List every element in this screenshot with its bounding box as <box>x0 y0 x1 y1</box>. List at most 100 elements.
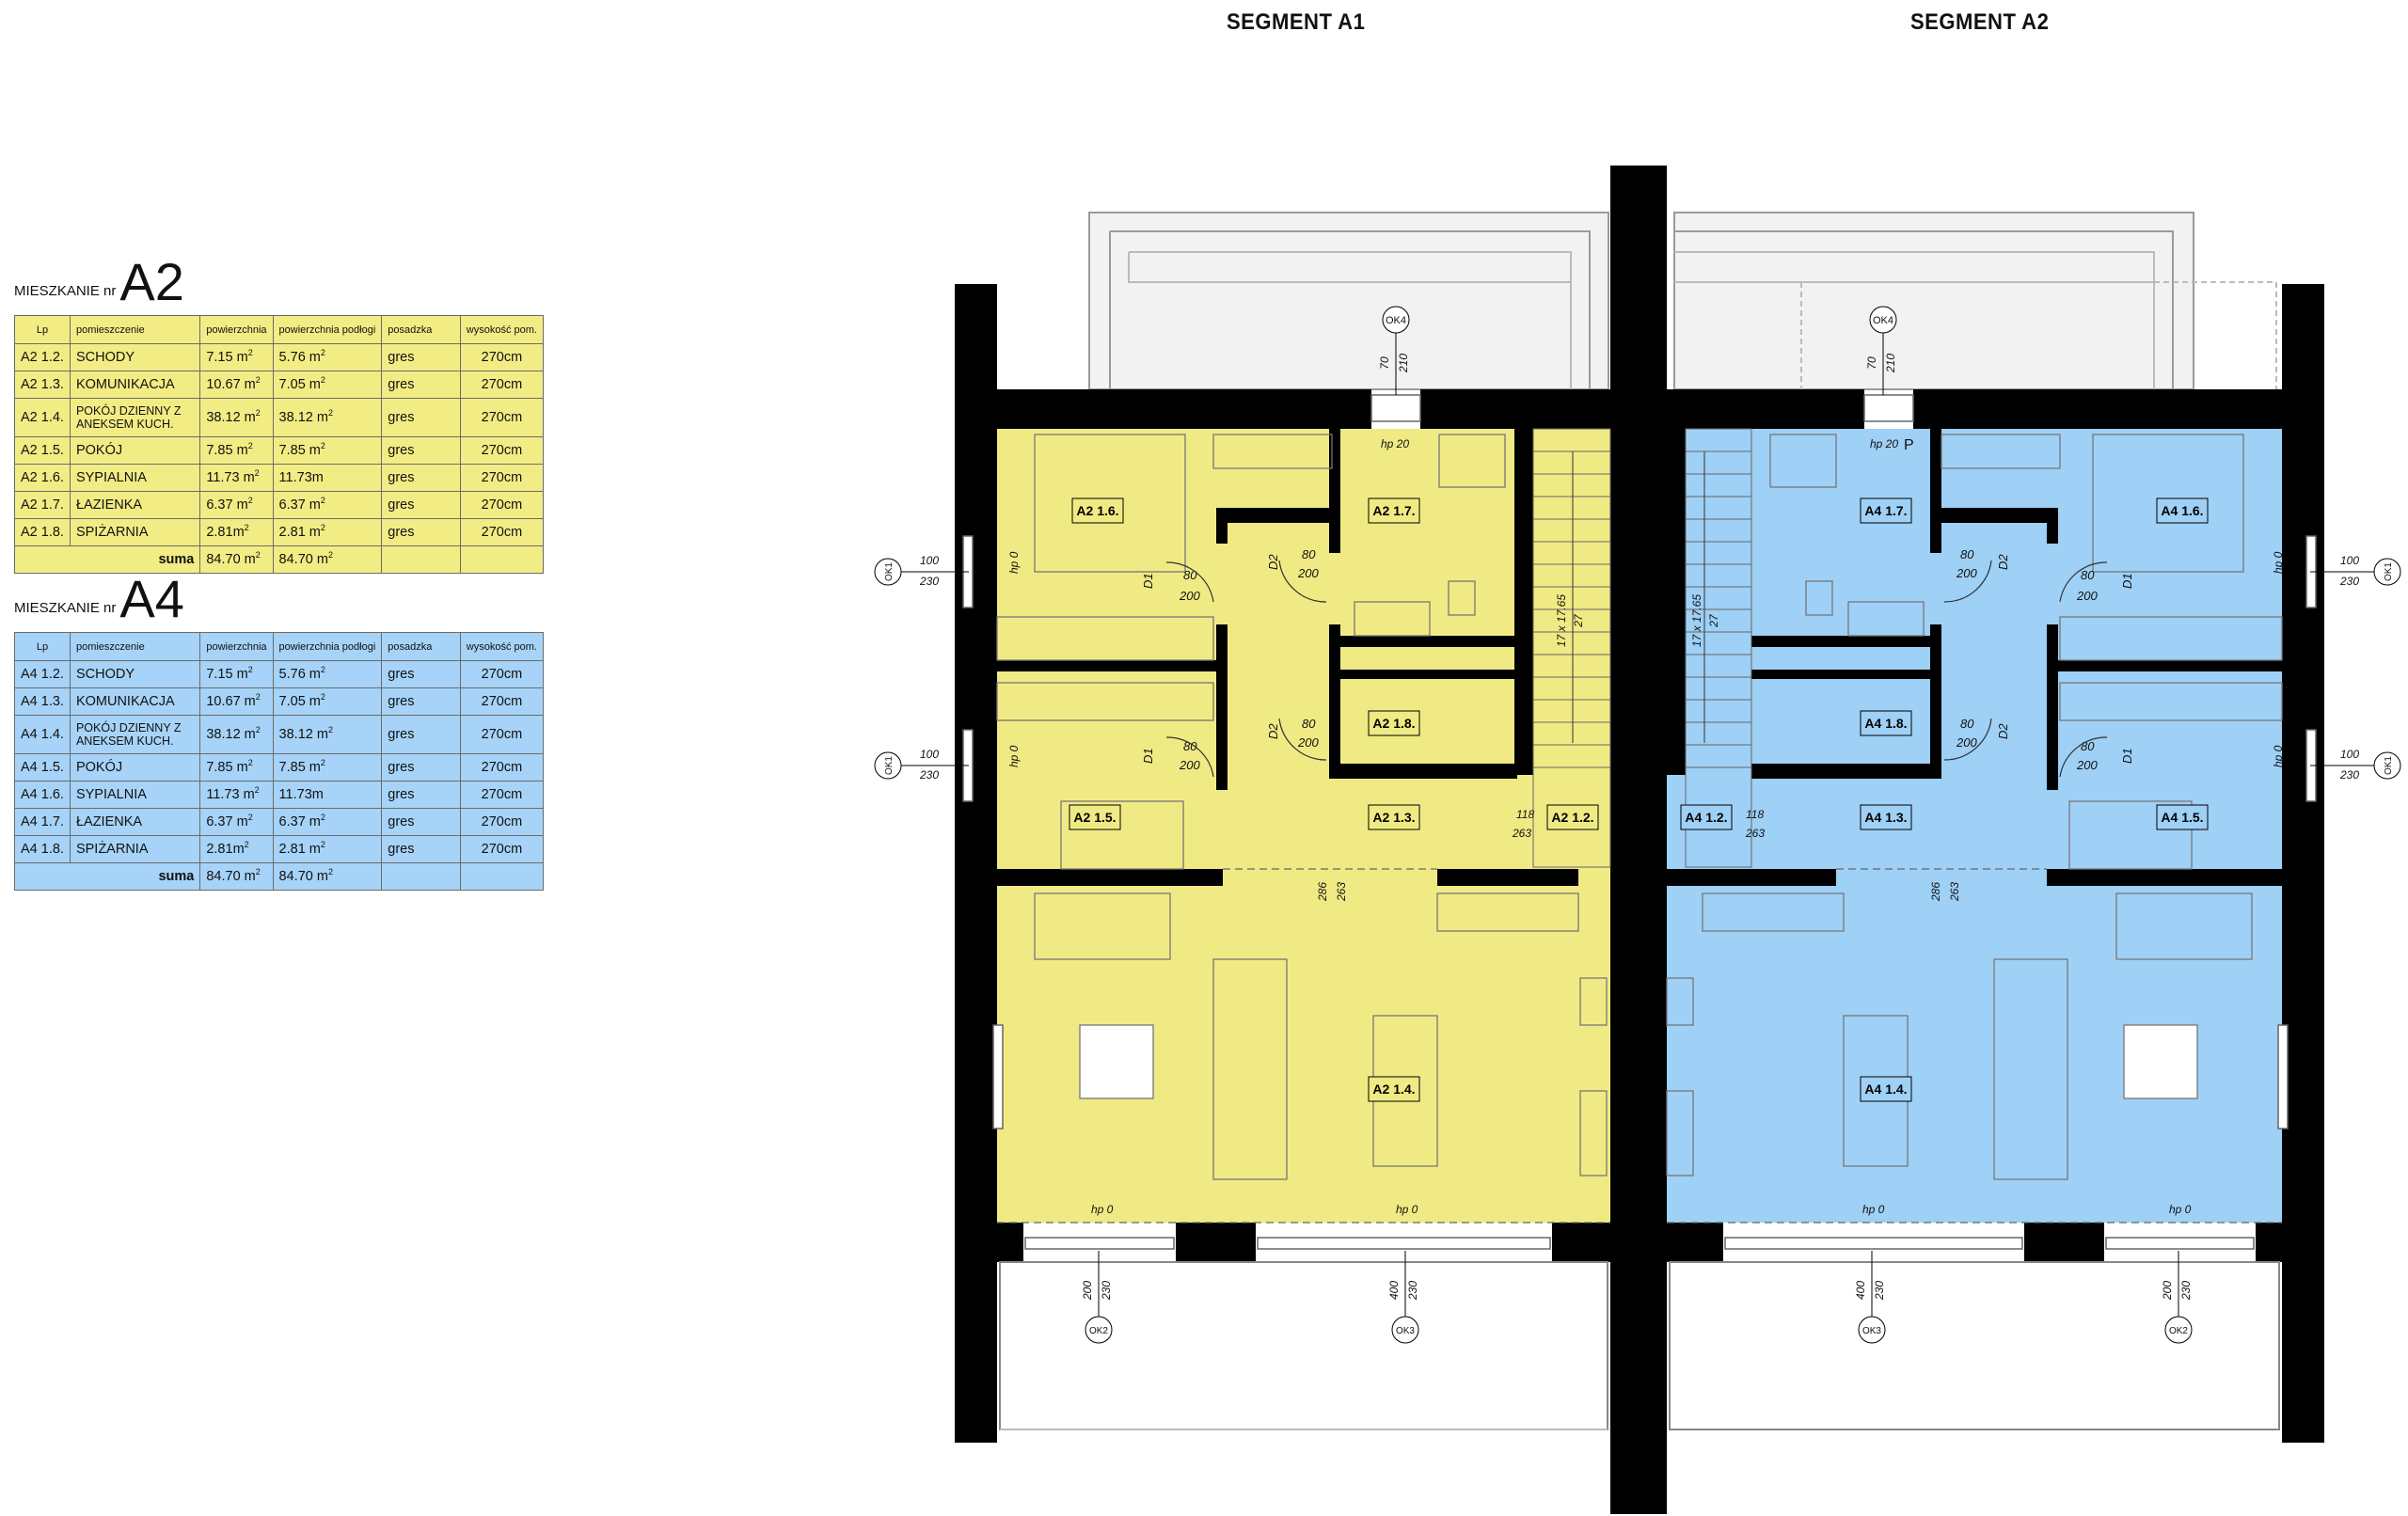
svg-text:D2: D2 <box>1266 554 1280 570</box>
svg-text:hp 0: hp 0 <box>2272 745 2285 767</box>
cell-lp: A2 1.7. <box>14 491 71 519</box>
svg-text:A4 1.5.: A4 1.5. <box>2161 810 2203 825</box>
svg-text:230: 230 <box>1100 1281 1113 1301</box>
cell-room: POKÓJ <box>69 753 201 782</box>
terrace-bottom <box>999 1261 2280 1430</box>
apartment-prefix: MIESZKANIE nr <box>14 283 117 299</box>
svg-text:100: 100 <box>920 554 939 567</box>
svg-text:200: 200 <box>1179 758 1200 772</box>
svg-text:OK2: OK2 <box>1089 1326 1108 1336</box>
sum-empty <box>459 545 545 574</box>
cell-area: 38.12 m2 <box>199 398 274 437</box>
svg-text:400: 400 <box>1854 1281 1867 1300</box>
table-header-row: Lp pomieszczenie powierzchnia powierzchn… <box>14 632 545 661</box>
svg-text:17 x 17.65: 17 x 17.65 <box>1555 594 1568 647</box>
svg-text:200: 200 <box>1297 566 1319 580</box>
room-tag: A4 1.5. <box>2156 804 2209 830</box>
svg-text:210: 210 <box>1397 354 1410 373</box>
svg-text:D1: D1 <box>2120 748 2134 764</box>
cell-height: 270cm <box>459 436 545 465</box>
svg-text:230: 230 <box>919 768 939 782</box>
room-tags: A2 1.6. A2 1.7. A2 1.8. A2 1.5. A2 1.3. … <box>1069 497 2209 1102</box>
cell-area: 6.37 m2 <box>199 808 274 836</box>
terrace-top-left <box>1088 212 1609 390</box>
svg-text:D1: D1 <box>1141 573 1155 589</box>
window-callout-ok1-left-bottom: OK1 100 230 hp 0 <box>874 745 1021 782</box>
cell-lp: A2 1.3. <box>14 371 71 399</box>
svg-text:200: 200 <box>1297 735 1319 750</box>
cell-finish: gres <box>381 835 461 863</box>
svg-text:230: 230 <box>919 575 939 588</box>
col-area: powierzchnia <box>199 315 274 344</box>
cell-room: KOMUNIKACJA <box>69 687 201 716</box>
svg-text:200: 200 <box>2076 589 2098 603</box>
room-tag: A2 1.3. <box>1368 804 1420 830</box>
col-room: pomieszczenie <box>69 632 201 661</box>
cell-lp: A4 1.6. <box>14 781 71 809</box>
svg-text:A2 1.4.: A2 1.4. <box>1372 1082 1415 1097</box>
svg-text:80: 80 <box>1960 547 1974 561</box>
furniture <box>996 434 2283 1180</box>
svg-text:200: 200 <box>2161 1281 2174 1301</box>
svg-text:118: 118 <box>1746 808 1764 821</box>
svg-text:200: 200 <box>1956 735 1977 750</box>
stairs-left <box>1532 428 1611 868</box>
cell-finish: gres <box>381 398 461 437</box>
segment-a1-title: SEGMENT A1 <box>1227 9 1366 35</box>
svg-text:80: 80 <box>1302 717 1316 731</box>
svg-text:80: 80 <box>2081 568 2095 582</box>
terrace-top-right <box>1673 212 2277 390</box>
svg-text:A4 1.6.: A4 1.6. <box>2161 503 2203 518</box>
windows-bottom <box>1024 1237 2255 1250</box>
svg-text:27: 27 <box>1572 613 1585 628</box>
window-callout-ok4-left: OK4 70 210 hp 20 <box>1378 306 1410 450</box>
window-callout-ok3-right: OK3 400 230 hp 0 <box>1854 1203 1886 1344</box>
cell-height: 270cm <box>459 808 545 836</box>
cell-area: 2.81m2 <box>199 835 274 863</box>
svg-text:200: 200 <box>1081 1281 1094 1301</box>
window-callout-ok2-right: OK2 200 230 hp 0 <box>2161 1203 2193 1344</box>
svg-text:100: 100 <box>2340 554 2359 567</box>
cell-room: ŁAZIENKA <box>69 808 201 836</box>
walls <box>955 166 2324 1514</box>
table-row: A2 1.4.POKÓJ DZIENNY Z ANEKSEM KUCH.38.1… <box>14 398 545 437</box>
svg-text:80: 80 <box>1960 717 1974 731</box>
room-tag: A2 1.6. <box>1071 497 1124 524</box>
stairs-right <box>1685 428 1752 868</box>
cell-lp: A4 1.7. <box>14 808 71 836</box>
room-tag: A4 1.2. <box>1680 804 1733 830</box>
svg-text:OK4: OK4 <box>1386 315 1406 326</box>
svg-text:27: 27 <box>1707 613 1720 628</box>
apartment-a4-heading: MIESZKANIE nr A4 <box>14 573 184 625</box>
sum-label: suma <box>13 862 201 891</box>
svg-text:D2: D2 <box>1996 723 2010 739</box>
cell-finish: gres <box>381 343 461 371</box>
cell-room: SPIŻARNIA <box>69 835 201 863</box>
window-callouts: OK4 70 210 hp 20 OK4 70 210 hp 20 P OK1 … <box>874 306 2401 1344</box>
svg-text:OK3: OK3 <box>1862 1326 1881 1336</box>
cell-room: SPIŻARNIA <box>69 518 201 546</box>
svg-text:A2 1.7.: A2 1.7. <box>1372 503 1415 518</box>
cell-height: 270cm <box>459 781 545 809</box>
svg-text:80: 80 <box>1183 739 1197 753</box>
cell-lp: A2 1.8. <box>14 518 71 546</box>
svg-text:100: 100 <box>2340 748 2359 761</box>
svg-text:286: 286 <box>1929 882 1942 902</box>
cell-height: 270cm <box>459 464 545 492</box>
svg-text:80: 80 <box>1302 547 1316 561</box>
svg-text:OK1: OK1 <box>884 756 895 775</box>
sum-empty <box>381 545 461 574</box>
cell-finish: gres <box>381 687 461 716</box>
cell-area: 7.15 m2 <box>199 343 274 371</box>
cell-floor: 7.85 m2 <box>272 753 383 782</box>
svg-text:80: 80 <box>1183 568 1197 582</box>
svg-text:OK1: OK1 <box>884 562 895 581</box>
sum-floor: 84.70 m2 <box>272 545 383 574</box>
cell-height: 270cm <box>459 518 545 546</box>
cell-floor: 6.37 m2 <box>272 808 383 836</box>
svg-text:D2: D2 <box>1266 723 1280 739</box>
